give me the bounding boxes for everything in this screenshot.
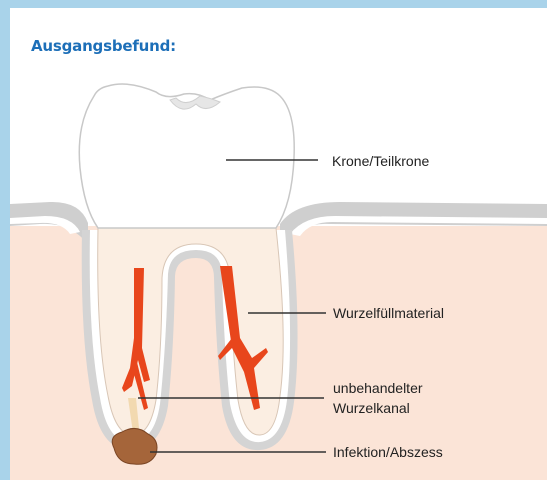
label-crown: Krone/Teilkrone bbox=[332, 151, 429, 171]
label-untreated-canal-line1: unbehandelter bbox=[333, 378, 423, 398]
label-root-filling: Wurzelfüllmaterial bbox=[333, 303, 444, 323]
jaw-bone-right-white bbox=[290, 216, 547, 236]
label-untreated-canal-line2: Wurzelkanal bbox=[333, 398, 410, 418]
tooth-diagram bbox=[10, 8, 547, 480]
label-infection: Infektion/Abszess bbox=[333, 442, 443, 462]
diagram-panel: Ausgangsbefund: Krone/Teilkrone Wurzelfü… bbox=[10, 8, 547, 480]
